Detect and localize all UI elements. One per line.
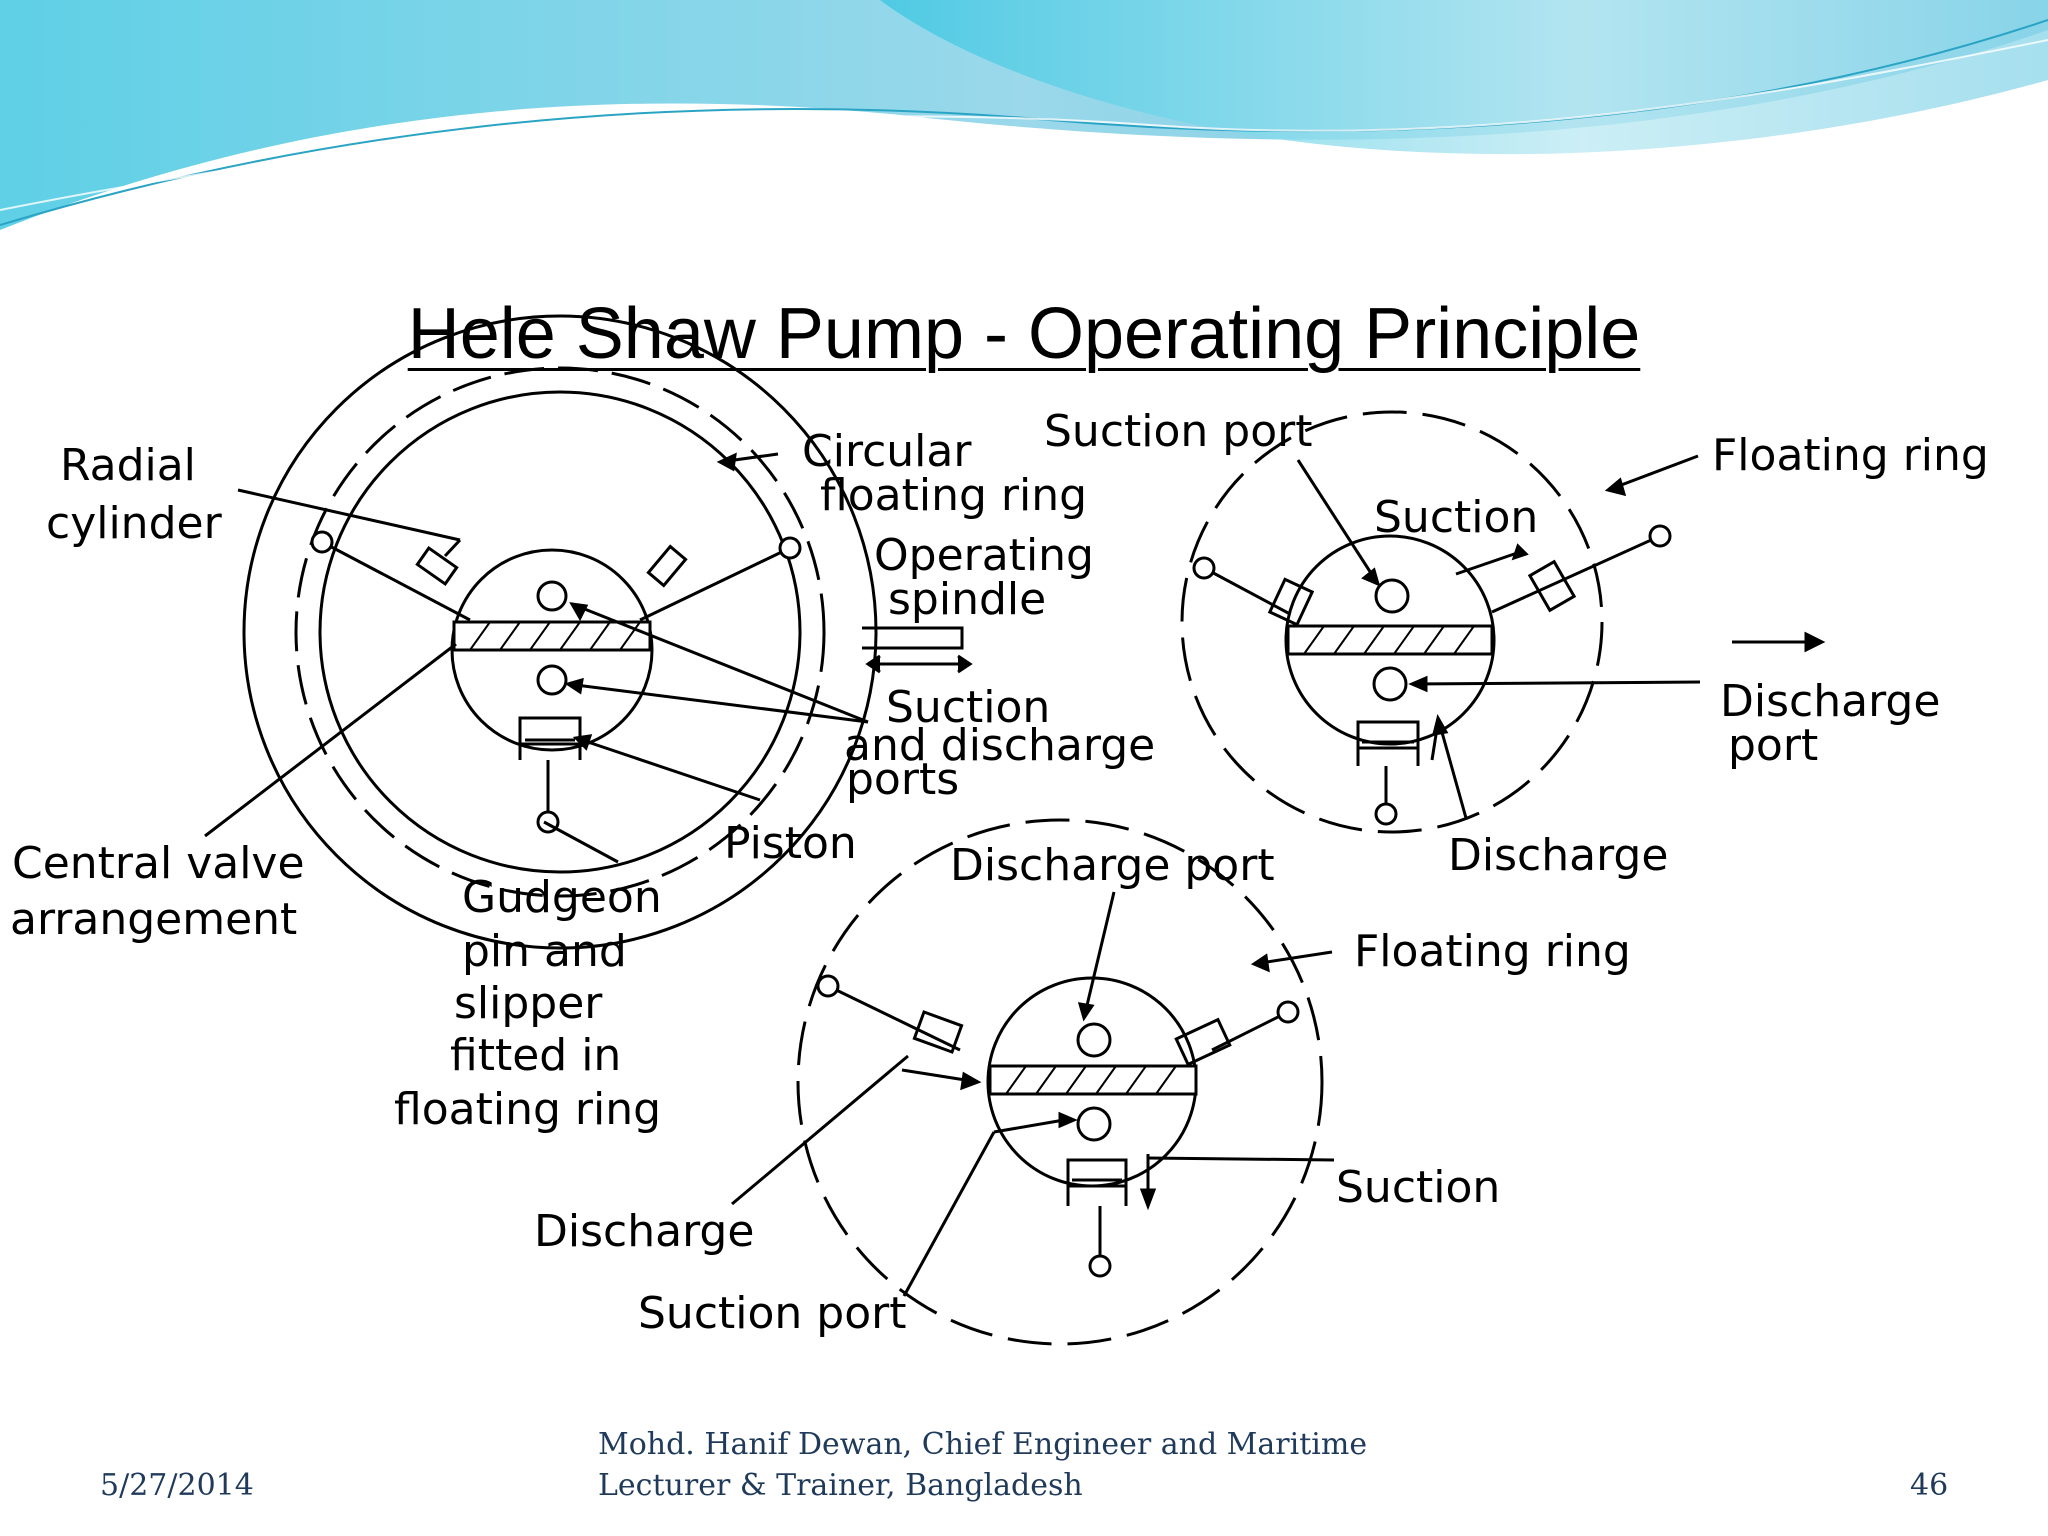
label-bottom-floating-ring: Floating ring — [1354, 926, 1631, 977]
slide-title: Hele Shaw Pump - Operating Principle — [407, 294, 1641, 374]
left-pump-suction-port — [536, 580, 568, 612]
label-suction-discharge-ports-2: and discharge — [844, 720, 1155, 771]
label-gudgeon-5: floating ring — [394, 1084, 661, 1135]
footer-author: Mohd. Hanif Dewan, Chief Engineer and Ma… — [598, 1424, 1398, 1506]
footer-date: 5/27/2014 — [100, 1468, 254, 1503]
label-bottom-discharge-port: Discharge port — [950, 840, 1275, 891]
header-wave-decoration — [0, 0, 2048, 230]
bottom-pump-floating-ring — [796, 818, 1324, 1346]
label-bottom-discharge: Discharge — [534, 1206, 754, 1257]
left-pump-assembly — [204, 314, 973, 950]
right-pump-valve-partition — [1286, 624, 1494, 656]
bottom-pump-discharge-port — [1076, 1022, 1112, 1058]
label-operating-spindle-2: spindle — [888, 574, 1046, 625]
right-pump-suction-port — [1374, 578, 1410, 614]
footer-author-line-1: Mohd. Hanif Dewan, Chief Engineer and Ma… — [598, 1427, 1368, 1462]
diagram-labels: Radial cylinder Circular floating ring O… — [10, 406, 1989, 1339]
label-right-discharge-port-1: Discharge — [1720, 676, 1940, 727]
right-pump-central-valve — [1284, 534, 1496, 746]
bottom-pump-suction-port — [1076, 1106, 1112, 1142]
label-central-valve-1: Central valve — [12, 838, 305, 889]
label-gudgeon-1: Gudgeon — [462, 872, 662, 923]
label-radial-cylinder-1: Radial — [60, 440, 196, 491]
label-central-valve-2: arrangement — [10, 894, 297, 945]
label-piston: Piston — [724, 818, 857, 869]
left-pump-floating-ring — [294, 366, 826, 898]
label-operating-spindle-1: Operating — [874, 530, 1094, 581]
label-right-suction-port: Suction port — [1044, 406, 1312, 457]
right-pump-floating-ring — [1180, 410, 1604, 834]
label-right-floating-ring: Floating ring — [1712, 430, 1989, 481]
bottom-pump-valve-partition — [988, 1064, 1198, 1096]
label-suction-discharge-ports-3: ports — [846, 754, 959, 805]
label-gudgeon-3: slipper — [454, 978, 603, 1029]
left-pump-valve-partition — [452, 620, 652, 652]
label-right-suction: Suction — [1374, 492, 1538, 543]
label-bottom-suction: Suction — [1336, 1162, 1500, 1213]
label-radial-cylinder-2: cylinder — [46, 498, 223, 549]
bottom-pump-assembly — [731, 818, 1335, 1346]
right-pump-discharge-port — [1372, 666, 1408, 702]
left-pump-central-valve — [450, 548, 654, 752]
right-pump-assembly — [1180, 410, 1826, 834]
label-circular-floating-ring-1: Circular — [802, 426, 972, 477]
footer-author-line-2: Lecturer & Trainer, Bangladesh — [598, 1468, 1083, 1503]
label-gudgeon-2: pin and — [462, 926, 627, 977]
label-right-discharge-port-2: port — [1728, 720, 1818, 771]
label-circular-floating-ring-2: floating ring — [820, 470, 1087, 521]
left-pump-outer-casing — [242, 314, 878, 950]
label-suction-discharge-ports-1: Suction — [886, 682, 1050, 733]
label-gudgeon-4: fitted in — [450, 1030, 621, 1081]
left-pump-discharge-port — [536, 664, 568, 696]
label-bottom-suction-port: Suction port — [638, 1288, 906, 1339]
left-pump-inner-ring — [318, 390, 802, 874]
label-right-discharge: Discharge — [1448, 830, 1668, 881]
footer-page-number: 46 — [1910, 1468, 1949, 1503]
